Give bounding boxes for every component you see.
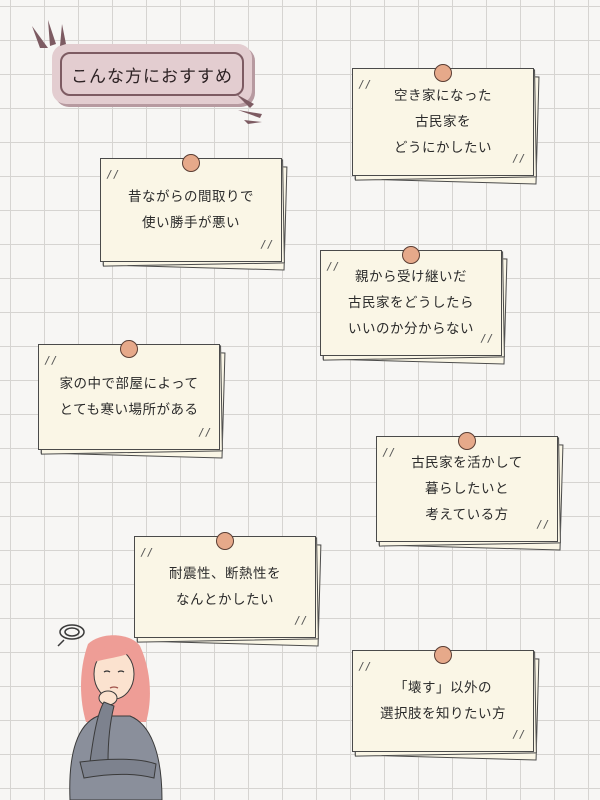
note-card: 古民家を活かして 暮らしたいと 考えている方 // //: [376, 432, 566, 552]
note-text: 「壊す」以外の 選択肢を知りたい方: [380, 680, 506, 722]
note-card: 「壊す」以外の 選択肢を知りたい方 // //: [352, 646, 542, 762]
corner-mark-icon: //: [260, 238, 274, 251]
note-text: 昔ながらの間取りで 使い勝手が悪い: [128, 189, 254, 231]
note-text: 耐震性、断熱性を なんとかしたい: [169, 566, 281, 608]
pin-icon: [402, 246, 420, 264]
pin-icon: [434, 64, 452, 82]
confusion-scribble-icon: [57, 624, 85, 647]
corner-mark-icon: //: [326, 260, 340, 273]
note-text: 家の中で部屋によって とても寒い場所がある: [59, 376, 199, 418]
corner-mark-icon: //: [294, 614, 308, 627]
title-burst-top-icon: [32, 20, 66, 48]
note-card: 空き家になった 古民家を どうにかしたい // //: [352, 64, 542, 186]
corner-mark-icon: //: [512, 728, 526, 741]
note-card: 耐震性、断熱性を なんとかしたい // //: [134, 532, 324, 648]
corner-mark-icon: //: [198, 426, 212, 439]
pin-icon: [434, 646, 452, 664]
title-burst-bottom-icon: [236, 94, 262, 124]
corner-mark-icon: //: [382, 446, 396, 459]
pin-icon: [216, 532, 234, 550]
title-box: こんな方におすすめ: [52, 44, 252, 104]
corner-mark-icon: //: [140, 546, 154, 559]
corner-mark-icon: //: [358, 78, 372, 91]
note-text: 空き家になった 古民家を どうにかしたい: [394, 88, 492, 156]
title-banner: こんな方におすすめ: [52, 44, 262, 110]
note-card: 家の中で部屋によって とても寒い場所がある // //: [38, 340, 228, 460]
page-title: こんな方におすすめ: [60, 52, 244, 96]
pin-icon: [120, 340, 138, 358]
corner-mark-icon: //: [512, 152, 526, 165]
corner-mark-icon: //: [536, 518, 550, 531]
thinking-woman-illustration: [57, 624, 163, 800]
note-card: 昔ながらの間取りで 使い勝手が悪い // //: [100, 154, 290, 271]
note-text: 古民家を活かして 暮らしたいと 考えている方: [411, 455, 523, 523]
note-text: 親から受け継いだ 古民家をどうしたら いいのか分からない: [348, 269, 474, 337]
corner-mark-icon: //: [44, 354, 58, 367]
corner-mark-icon: //: [480, 332, 494, 345]
pin-icon: [458, 432, 476, 450]
note-card: 親から受け継いだ 古民家をどうしたら いいのか分からない // //: [320, 246, 510, 366]
pin-icon: [182, 154, 200, 172]
corner-mark-icon: //: [358, 660, 372, 673]
corner-mark-icon: //: [106, 168, 120, 181]
